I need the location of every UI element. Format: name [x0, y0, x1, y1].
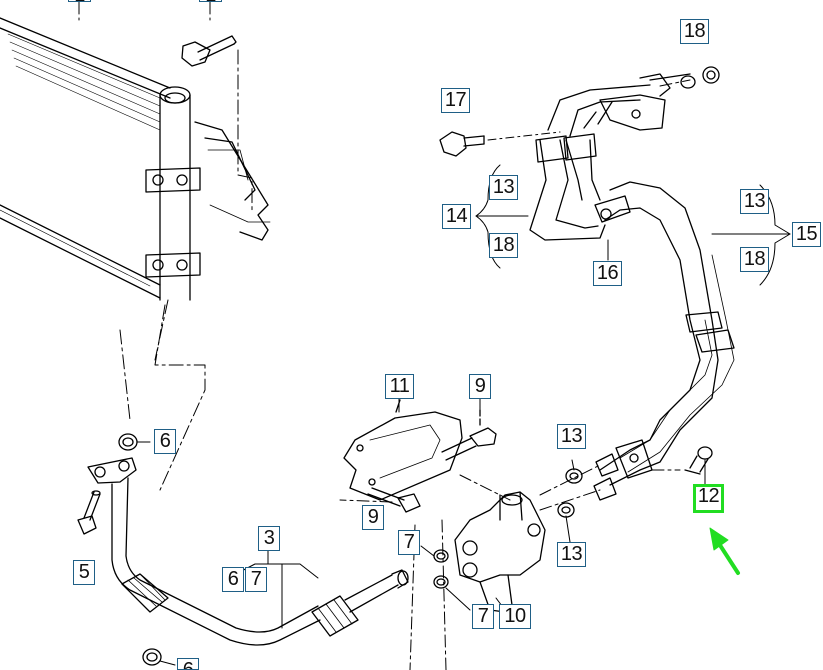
- condenser-radiator: [0, 17, 271, 301]
- callout-14: 14: [442, 204, 471, 229]
- callout-16: 16: [593, 261, 622, 286]
- bolt-9-upper: [441, 409, 497, 461]
- valve-block-10: [454, 491, 546, 613]
- bracket-11: [343, 399, 463, 501]
- callout-18-hose-15: 18: [740, 247, 769, 272]
- top-bolt: [181, 35, 237, 67]
- lower-pipe-assembly: [87, 457, 409, 646]
- callout-6-middle: 6: [222, 567, 244, 592]
- callout-7-middle: 7: [245, 567, 267, 592]
- callout-15: 15: [792, 222, 821, 247]
- callout-17: 17: [441, 88, 470, 113]
- callout-1-right: 1: [199, 0, 222, 2]
- o-ring-6: [118, 433, 162, 666]
- bolt-5: [77, 490, 101, 535]
- callout-10: 10: [499, 604, 531, 629]
- bolt-12: [684, 446, 713, 475]
- callout-13-hose-14: 13: [489, 175, 518, 200]
- washer-18: [680, 66, 720, 89]
- callout-9-upper: 9: [469, 374, 491, 399]
- callout-3: 3: [258, 526, 280, 551]
- washer-13: [557, 468, 583, 518]
- hose-assembly-14: [529, 73, 691, 241]
- washer-7: [433, 549, 449, 589]
- callout-6-upper: 6: [154, 429, 176, 454]
- callout-5: 5: [73, 560, 95, 585]
- callout-13-lower: 13: [557, 542, 586, 567]
- hose-assembly-15: [593, 181, 735, 501]
- callout-6-lower: 6: [177, 658, 199, 670]
- callout-13-hose-15: 13: [740, 189, 769, 214]
- highlight-arrow: [709, 527, 740, 575]
- callout-18-top: 18: [680, 19, 709, 44]
- callout-13-upper: 13: [557, 424, 586, 449]
- callout-1-left: 1: [68, 0, 91, 2]
- callout-7-lower: 7: [472, 604, 494, 629]
- callout-11: 11: [385, 374, 414, 399]
- bolt-9-lower: [367, 487, 421, 513]
- callout-9-lower: 9: [362, 505, 384, 530]
- bolt-17: [439, 131, 485, 157]
- callout-12-highlighted: 12: [693, 484, 724, 513]
- callout-18-hose-14: 18: [489, 233, 518, 258]
- callout-7-upper: 7: [398, 530, 420, 555]
